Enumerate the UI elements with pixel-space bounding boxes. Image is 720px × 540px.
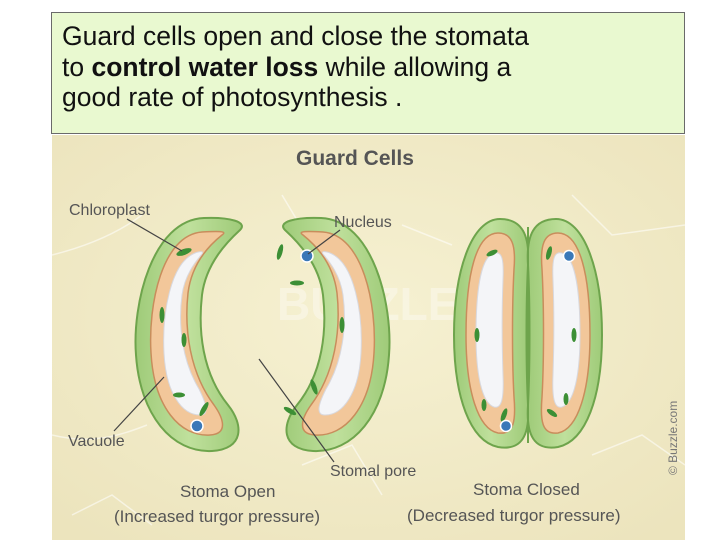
label-stomal-pore: Stomal pore bbox=[330, 463, 416, 480]
stoma-closed-subtitle: (Decreased turgor pressure) bbox=[407, 506, 621, 525]
stoma-open-title: Stoma Open bbox=[180, 482, 275, 501]
stoma-closed-title: Stoma Closed bbox=[473, 480, 580, 499]
open-nucleus-left bbox=[190, 419, 204, 433]
leader-lines bbox=[113, 218, 341, 463]
label-vacuole: Vacuole bbox=[68, 433, 125, 450]
stoma-open-illustration bbox=[134, 216, 391, 453]
copyright-notice: © Buzzle.com bbox=[666, 401, 680, 475]
caption-line-2-start: to bbox=[62, 51, 92, 82]
caption-line-2-end: while allowing a bbox=[318, 51, 512, 82]
guard-cells-diagram: BUZZLE.COM Guard Cells bbox=[52, 135, 685, 540]
caption-box: Guard cells open and close the stomata t… bbox=[51, 12, 685, 134]
stoma-closed-illustration bbox=[453, 218, 603, 449]
stoma-open-subtitle: (Increased turgor pressure) bbox=[114, 507, 320, 526]
closed-nucleus-left bbox=[499, 419, 513, 433]
diagram-title: Guard Cells bbox=[296, 147, 414, 170]
label-chloroplast: Chloroplast bbox=[69, 202, 150, 219]
caption-emphasis: control water loss bbox=[91, 51, 319, 82]
caption-line-1: Guard cells open and close the stomata bbox=[62, 21, 529, 51]
label-nucleus: Nucleus bbox=[334, 214, 392, 231]
open-chloroplasts bbox=[159, 244, 345, 417]
closed-nucleus-right bbox=[562, 249, 576, 263]
caption-line-3: good rate of photosynthesis . bbox=[62, 82, 403, 112]
closed-chloroplasts bbox=[474, 246, 577, 422]
